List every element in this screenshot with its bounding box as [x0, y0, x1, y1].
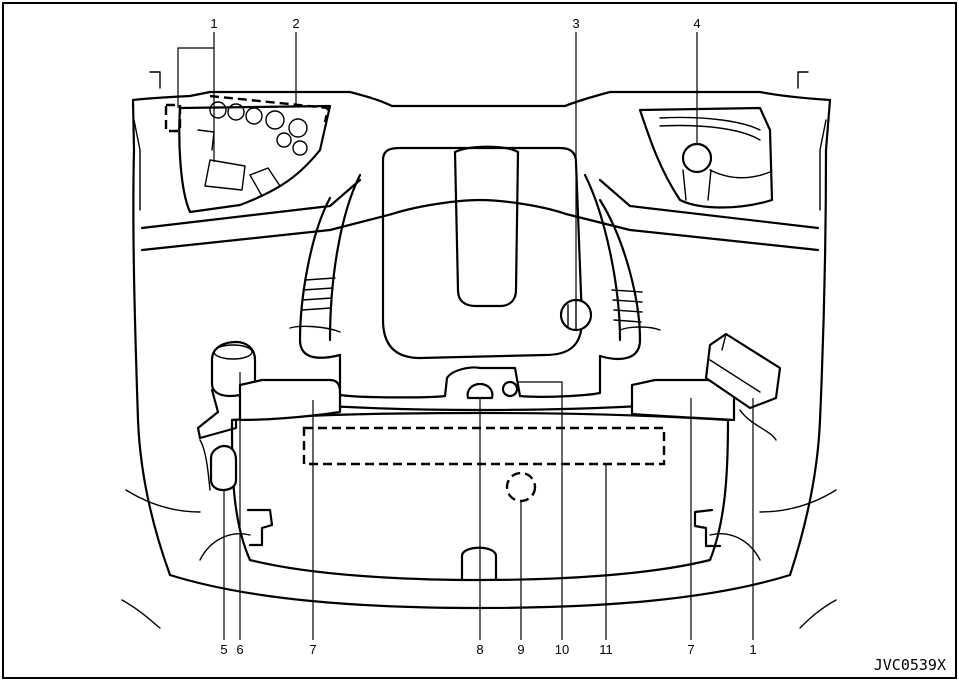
- callout-6: 6: [236, 642, 243, 657]
- callout-2: 2: [292, 16, 299, 31]
- callout-labels: 1 2 3 4 5 6 7 8 9 10 11 7 1: [210, 16, 756, 657]
- hood-outline: [121, 90, 837, 629]
- engine-cover: [381, 145, 593, 360]
- callout-1-top: 1: [210, 16, 217, 31]
- callout-9: 9: [517, 642, 524, 657]
- left-box: [238, 378, 342, 422]
- cowl: [133, 71, 827, 252]
- battery-area: [178, 101, 332, 214]
- callout-7-right: 7: [687, 642, 694, 657]
- fuse-box-outline: [164, 103, 182, 133]
- right-tower: [638, 106, 774, 209]
- callout-4: 4: [693, 16, 700, 31]
- callout-1-right: 1: [749, 642, 756, 657]
- leader-lines: [177, 32, 754, 640]
- figure-code: JVC0539X: [874, 656, 946, 674]
- hidden-cap-outline: [505, 471, 537, 503]
- right-box: [630, 332, 782, 441]
- radiator-outline: [302, 426, 666, 466]
- radiator-caps: [443, 366, 522, 400]
- callout-5: 5: [220, 642, 227, 657]
- callout-7-left: 7: [309, 642, 316, 657]
- callout-10: 10: [555, 642, 569, 657]
- callout-3: 3: [572, 16, 579, 31]
- callout-11: 11: [599, 642, 613, 657]
- intake-ducts: [289, 173, 661, 360]
- left-reservoirs: [196, 340, 257, 492]
- battery-outline: [209, 94, 330, 123]
- callout-8: 8: [476, 642, 483, 657]
